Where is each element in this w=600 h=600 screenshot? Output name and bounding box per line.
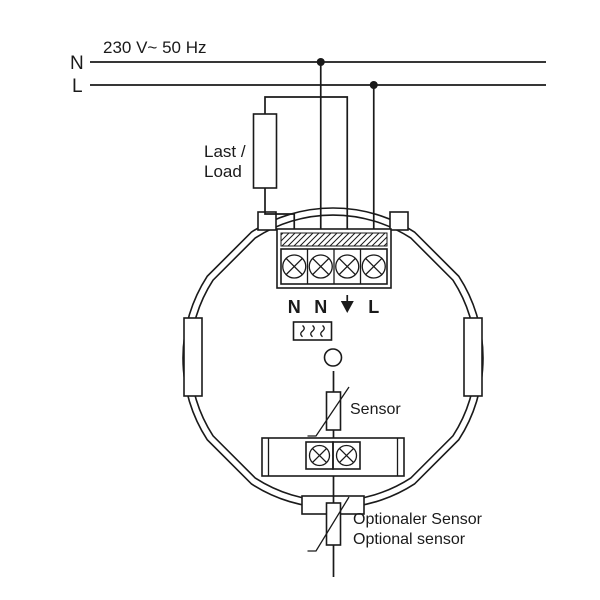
junction-dot-neutral [316, 58, 325, 66]
terminal-block [276, 228, 392, 289]
terminal-block-hatch-strip [280, 232, 388, 247]
voltage-label: 230 V~ 50 Hz [103, 38, 207, 57]
terminal-label-l: L [368, 297, 379, 317]
junction-dot-line [369, 81, 378, 89]
optional-sensor-thermistor-icon [307, 476, 350, 577]
load-to-neutral-terminal-wire [264, 188, 296, 230]
line-label: L [72, 76, 83, 97]
screw-terminal-icon [361, 254, 386, 279]
optional-sensor-label-en: Optional sensor [353, 531, 466, 548]
mounting-tab-right [463, 317, 483, 397]
screw-terminal-icon [335, 254, 360, 279]
screw-terminal-icon [335, 444, 358, 467]
load-label-de: Last / [204, 142, 246, 161]
terminal-label-n1: N [288, 297, 301, 317]
heating-indicator-icon [292, 321, 333, 341]
sensor-terminal-block [261, 437, 405, 477]
mounting-tab-left [183, 317, 203, 397]
mounting-tab-top-right [389, 211, 409, 231]
load-resistor [252, 113, 278, 189]
mounting-tab-top-left [257, 211, 277, 231]
adjustment-knob-hole [323, 348, 343, 367]
load-to-switched-output-wire [264, 96, 349, 230]
switched-output-arrow-icon [340, 295, 354, 313]
internal-sensor-thermistor-icon [307, 371, 350, 438]
load-label-en: Load [204, 162, 242, 181]
screw-terminal-icon [282, 254, 307, 279]
terminal-labels: N N L [288, 295, 379, 317]
supply-lines [90, 61, 546, 86]
terminal-label-n2: N [314, 297, 327, 317]
neutral-label: N [70, 53, 84, 74]
wiring [252, 58, 378, 230]
optional-sensor-label-de: Optionaler Sensor [353, 511, 483, 528]
sensor-label: Sensor [350, 401, 401, 418]
screw-terminal-icon [308, 444, 331, 467]
screw-terminal-icon [308, 254, 333, 279]
